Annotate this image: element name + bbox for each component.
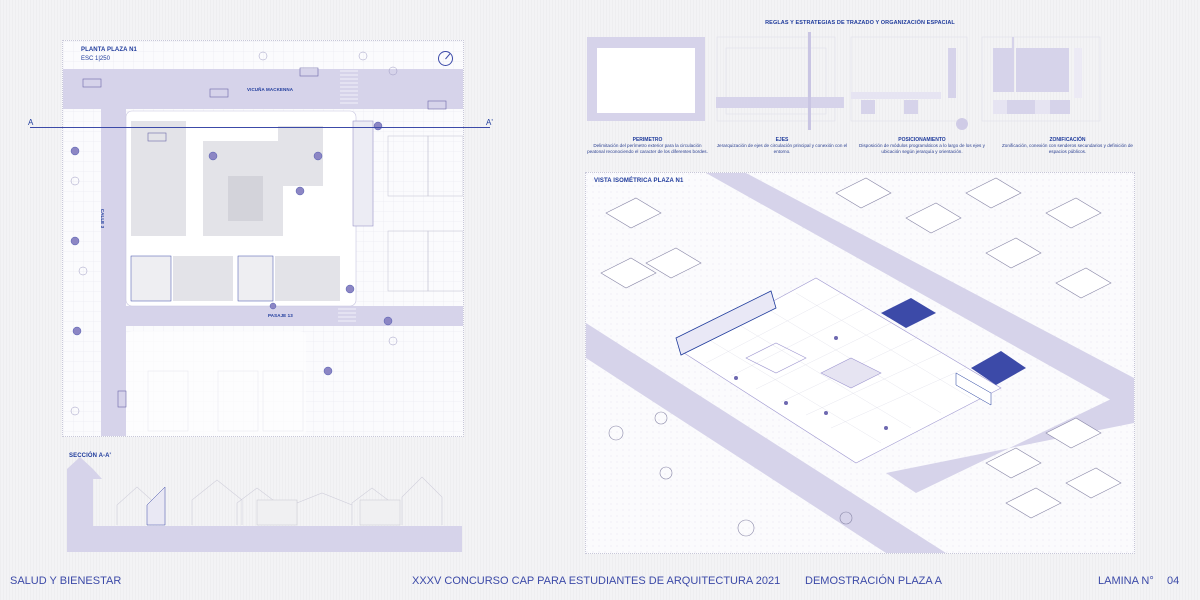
diagram-zonificacion <box>981 36 1101 122</box>
street-label-left: CALLE 3 <box>100 208 106 229</box>
section-panel: SECCIÓN A-A' <box>62 445 462 552</box>
footer-sheet-number: 04 <box>1167 575 1180 587</box>
footer-project: DEMOSTRACIÓN PLAZA A <box>805 575 942 587</box>
north-arrow-icon <box>956 118 968 130</box>
diagram-ejes <box>716 32 844 130</box>
strategy-item-zonificacion: ZONIFICACIÓN Zonificación, conexión con … <box>995 137 1140 155</box>
section-building-left <box>67 457 102 526</box>
pavilion-roof-solar-1 <box>881 298 936 328</box>
strategy-title: EJES <box>775 137 789 143</box>
plan-title: PLANTA PLAZA N1 <box>81 47 137 53</box>
isometric-title: VISTA ISOMÉTRICA PLAZA N1 <box>594 178 684 184</box>
section-title: SECCIÓN A-A' <box>69 453 112 459</box>
pavilion-roof-solar-2 <box>971 351 1026 385</box>
section-drawing <box>67 457 462 552</box>
street-label-bottom: PASAJE 13 <box>268 313 293 318</box>
strategies-title: REGLAS Y ESTRATEGIAS DE TRAZADO Y ORGANI… <box>765 20 955 26</box>
strategy-text: Zonificación, conexión con senderos secu… <box>1001 143 1133 154</box>
isometric-panel: VISTA ISOMÉTRICA PLAZA N1 <box>585 172 1135 554</box>
strategy-text: Jerarquización de ejes de circulación pr… <box>716 143 848 154</box>
section-marker-left: A <box>28 118 34 127</box>
footer-theme: SALUD Y BIENESTAR <box>10 575 122 587</box>
strategy-text: Delimitación del perímetro exterior para… <box>587 143 708 154</box>
strategy-text: Disposición de módulos programáticos a l… <box>859 143 985 154</box>
north-arrow-icon <box>438 51 453 66</box>
street-label-top: VICUÑA MACKENNA <box>247 87 294 92</box>
strategy-title: PERIMETRO <box>632 137 663 143</box>
diagram-perimetro <box>587 37 705 121</box>
road-right <box>886 388 1134 493</box>
plan-scale: ESC 1|250 <box>81 56 110 62</box>
pergola-1 <box>745 342 807 374</box>
pergola-2 <box>820 357 882 389</box>
strategy-item-posicionamiento: POSICIONAMIENTO Disposición de módulos p… <box>852 137 992 155</box>
street-calle-3 <box>101 109 126 436</box>
pavilion-long <box>675 290 777 356</box>
footer-contest: XXXV CONCURSO CAP PARA ESTUDIANTES DE AR… <box>412 575 781 587</box>
road-left <box>586 323 946 553</box>
plan-panel: PLANTA PLAZA N1 ESC 1|250 VICUÑA MACKENN… <box>62 40 464 437</box>
section-cut-line <box>30 127 490 128</box>
diagram-posicionamiento <box>850 36 968 130</box>
strategy-title: POSICIONAMIENTO <box>898 137 946 143</box>
road-upper <box>706 173 1134 413</box>
avenue-vicuna-mackenna <box>63 69 463 109</box>
section-ground <box>67 526 462 552</box>
footer-sheet-label: LAMINA N° <box>1098 575 1154 587</box>
strategy-title: ZONIFICACIÓN <box>1049 137 1086 143</box>
strategy-item-perimetro: PERIMETRO Delimitación del perímetro ext… <box>585 137 710 155</box>
site-plan-drawing <box>63 41 463 436</box>
isometric-drawing <box>586 173 1134 553</box>
street-pasaje-13 <box>101 306 463 326</box>
section-marker-right: A' <box>486 118 493 127</box>
strategy-item-ejes: EJES Jerarquización de ejes de circulaci… <box>712 137 852 155</box>
